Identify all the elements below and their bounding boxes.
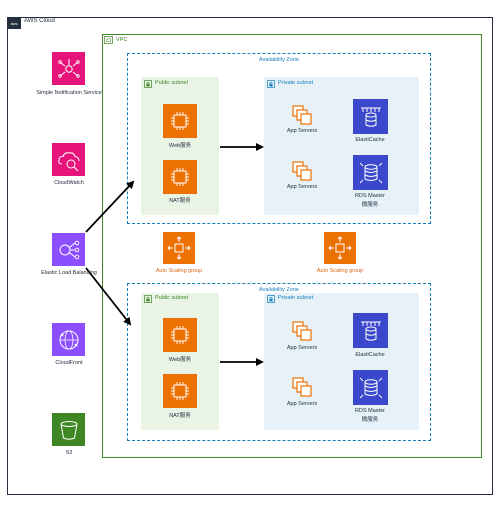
availability-zone-1: Availability Zone <box>127 53 431 224</box>
ec2-web-icon <box>163 104 197 138</box>
sns-icon <box>52 52 85 85</box>
aws-logo-text: aws <box>10 20 18 26</box>
rds-label-line1: RDS Master <box>355 408 385 414</box>
rds-label-line1: RDS Master <box>355 193 385 199</box>
s3-icon <box>52 413 85 446</box>
cloudfront-icon <box>52 323 85 356</box>
web-service-label: Web服务 <box>168 357 192 363</box>
ec2-nat-icon <box>163 374 197 408</box>
vpc-cloud-icon <box>104 36 113 44</box>
aws-logo-icon: aws <box>7 17 21 29</box>
private-subnet-2 <box>264 293 419 430</box>
app-servers-icon <box>292 321 312 341</box>
app-servers-icon <box>292 105 312 125</box>
aws-cloud-title: AWS Cloud <box>24 18 55 24</box>
app-servers-label: App Servers <box>286 184 318 190</box>
elasticache-icon <box>353 99 388 134</box>
cloudfront-label: CloudFront <box>55 360 83 366</box>
ec2-nat-icon <box>163 160 197 194</box>
lock-icon <box>144 80 152 88</box>
availability-zone-2: Availability Zone <box>127 283 431 441</box>
elastic-load-balancing-icon <box>52 233 85 266</box>
nat-service-label: NAT服务 <box>169 413 191 419</box>
s3-label: S3 <box>65 450 73 456</box>
app-servers-label: App Servers <box>286 345 318 351</box>
lock-icon <box>267 295 275 303</box>
az-2-title: Availability Zone <box>259 287 299 293</box>
nat-service-label: NAT服务 <box>169 198 191 204</box>
rds-label-line2: 微服务 <box>361 417 379 423</box>
elb-to-az1-arrow <box>85 180 135 233</box>
cloudwatch-icon <box>52 143 85 176</box>
aws-cloud-group <box>7 17 493 495</box>
ec2-web-icon <box>163 318 197 352</box>
cloudwatch-label: CloudWatch <box>54 180 84 186</box>
rds-icon <box>353 370 388 405</box>
app-servers-icon <box>292 377 312 397</box>
auto-scaling-icon <box>324 232 356 264</box>
lock-icon <box>144 295 152 303</box>
rds-icon <box>353 155 388 190</box>
web-service-label: Web服务 <box>168 143 192 149</box>
app-servers-label: App Servers <box>286 128 318 134</box>
elasticache-label: ElastiCache <box>355 352 385 358</box>
elb-to-az2-arrow <box>85 267 132 326</box>
auto-scaling-label: Auto Scaling group <box>316 268 364 274</box>
auto-scaling-icon <box>163 232 195 264</box>
public-subnet-1-title: Public subnet <box>155 80 189 86</box>
az-1-title: Availability Zone <box>259 57 299 63</box>
lock-icon <box>267 80 275 88</box>
private-subnet-1-title: Private subnet <box>278 80 314 86</box>
public-subnet-2-title: Public subnet <box>155 295 189 301</box>
sns-label: Simple Notification Service <box>36 90 102 96</box>
elasticache-label: ElastiCache <box>355 137 385 143</box>
private-subnet-2-title: Private subnet <box>278 295 314 301</box>
elasticache-icon <box>353 313 388 348</box>
app-servers-icon <box>292 161 312 181</box>
app-servers-label: App Servers <box>286 401 318 407</box>
vpc-group <box>102 34 482 458</box>
rds-label-line2: 微服务 <box>361 202 379 208</box>
vpc-title: VPC <box>116 37 128 43</box>
private-subnet-1 <box>264 77 419 215</box>
auto-scaling-label: Auto Scaling group <box>155 268 203 274</box>
elb-label: Elastic Load Balancing <box>41 270 97 276</box>
